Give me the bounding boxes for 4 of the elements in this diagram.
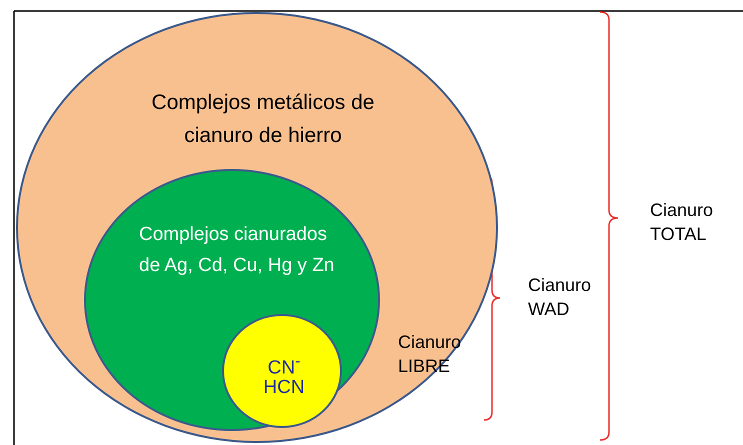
ellipse-label: Complejos metálicos de cianuro de hierro [150,90,376,149]
bracket-label: Cianuro TOTAL [650,199,714,246]
ellipse-label: Complejos cianurados de Ag, Cd, Cu, Hg y Zn [139,223,336,278]
bracket-label: Cianuro WAD [528,274,592,321]
